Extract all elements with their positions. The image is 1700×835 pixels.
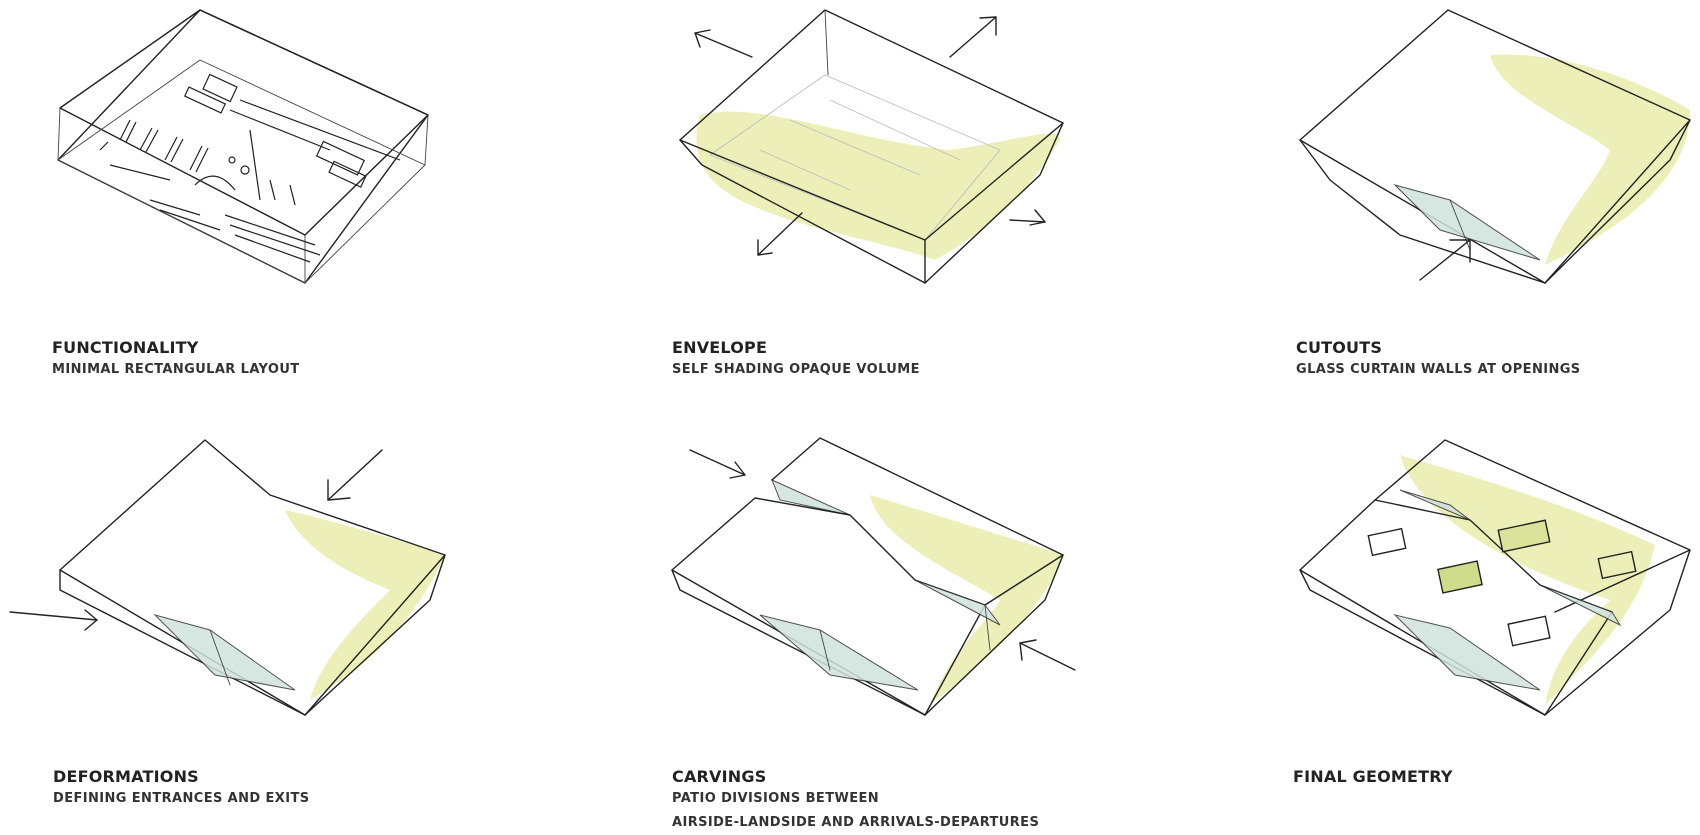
panel-subtitle: GLASS CURTAIN WALLS AT OPENINGS [1296,362,1581,377]
caption-final-geometry: FINAL GEOMETRY [1293,767,1453,787]
caption-functionality: FUNCTIONALITY MINIMAL RECTANGULAR LAYOUT [52,338,300,382]
panel-title: FINAL GEOMETRY [1293,767,1453,786]
carvings-sketch [671,437,1076,716]
functionality-sketch [57,9,429,284]
caption-cutouts: CUTOUTS GLASS CURTAIN WALLS AT OPENINGS [1296,338,1581,382]
caption-envelope: ENVELOPE SELF SHADING OPAQUE VOLUME [672,338,920,382]
panel-subtitle: SELF SHADING OPAQUE VOLUME [672,362,920,377]
panel-subtitle: MINIMAL RECTANGULAR LAYOUT [52,362,300,377]
panel-subtitle: PATIO DIVISIONS BETWEEN [672,791,880,806]
final-geometry-sketch [1299,439,1691,716]
panel-subtitle: DEFINING ENTRANCES AND EXITS [53,791,310,806]
panel-subtitle-line-2: AIRSIDE-LANDSIDE AND ARRIVALS-DEPARTURES [672,815,1040,830]
panel-title: ENVELOPE [672,338,768,357]
deformations-sketch [9,439,446,716]
cutouts-sketch [1299,9,1691,284]
panel-title: CARVINGS [672,767,767,786]
caption-deformations: DEFORMATIONS DEFINING ENTRANCES AND EXIT… [53,767,310,811]
panel-title: DEFORMATIONS [53,767,199,786]
caption-carvings: CARVINGS PATIO DIVISIONS BETWEEN AIRSIDE… [672,767,1039,835]
envelope-sketch [679,9,1064,284]
panel-title: FUNCTIONALITY [52,338,199,357]
panel-title: CUTOUTS [1296,338,1383,357]
